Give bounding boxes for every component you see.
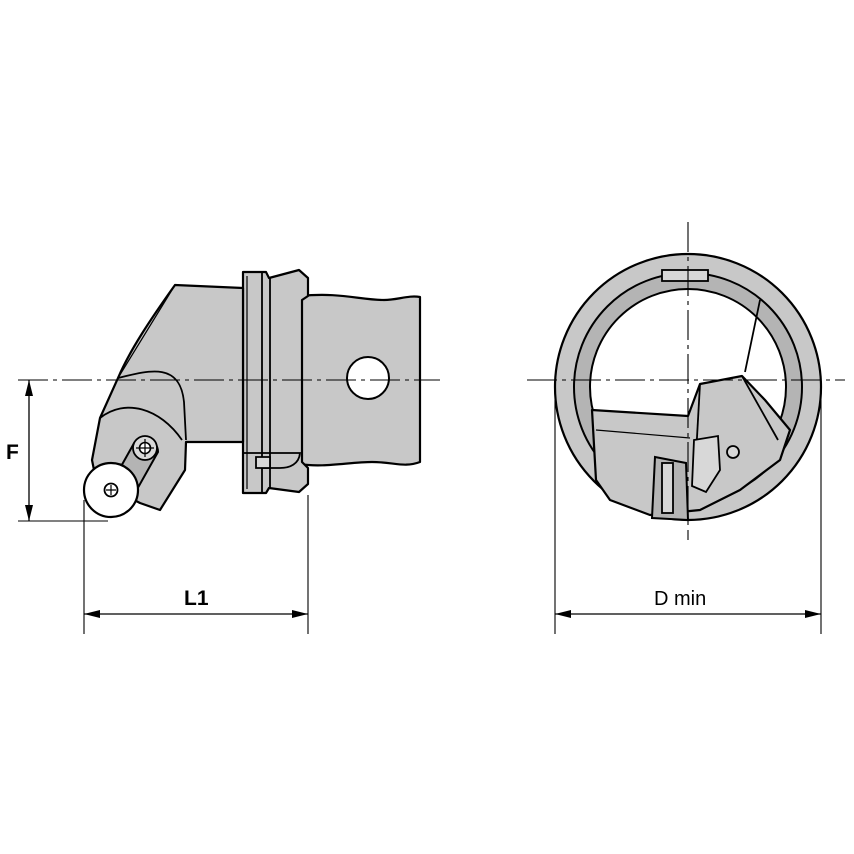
front-insert-face <box>661 462 674 514</box>
dmin-arrow-left <box>555 610 571 618</box>
insert-screw-cross <box>106 485 116 495</box>
dmin-arrow-right <box>805 610 821 618</box>
side-view <box>18 268 440 519</box>
coolant-hole <box>346 356 390 400</box>
front-screw <box>726 445 740 459</box>
head-facet <box>99 406 183 441</box>
flange-key <box>255 456 271 469</box>
head-chamfer <box>117 284 176 379</box>
dimension-d-min-label: D min <box>654 588 706 610</box>
l1-arrow-right <box>292 610 308 618</box>
top-slot <box>661 269 709 282</box>
dimensions: F L1 D min <box>6 380 822 634</box>
f-arrow-bottom <box>25 505 33 521</box>
front-edge-3 <box>744 299 761 373</box>
front-lever <box>691 434 721 494</box>
front-view <box>527 222 845 540</box>
dimension-l1-label: L1 <box>184 587 209 610</box>
front-edge-2 <box>741 375 779 441</box>
front-edge-4 <box>595 429 691 439</box>
dimension-f-label: F <box>6 441 19 464</box>
l1-arrow-left <box>84 610 100 618</box>
head-contour <box>117 370 187 441</box>
f-arrow-top <box>25 380 33 396</box>
flange-key-slot <box>243 452 301 469</box>
flange <box>241 268 310 495</box>
